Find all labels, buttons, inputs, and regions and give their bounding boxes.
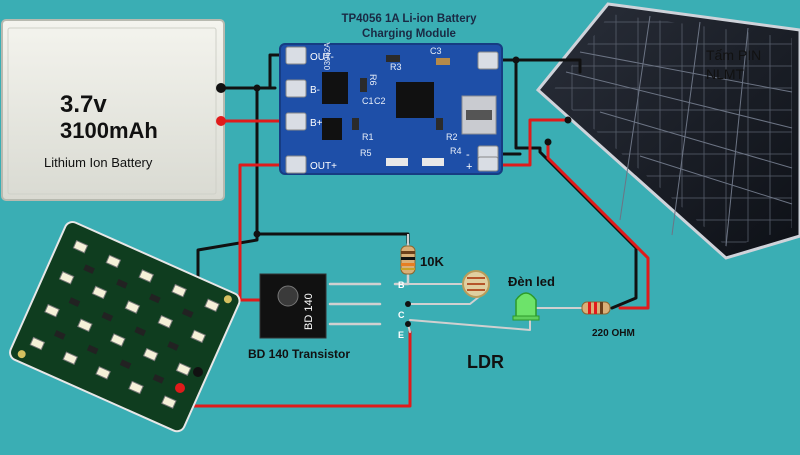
chip-code: 03962A: [323, 42, 332, 70]
led-done: [422, 158, 444, 166]
chip-protection: [322, 72, 348, 104]
transistor-body: [259, 273, 327, 339]
junction-ground: [253, 230, 261, 238]
tp4056-module: TP4056 1A Li-ion Battery Charging Module…: [279, 13, 503, 175]
transistor-label: BD 140 Transistor: [248, 347, 350, 361]
solar-label-line2: NLMT: [706, 66, 745, 82]
pcb-minus-terminal: [193, 367, 203, 377]
module-title-line2: Charging Module: [362, 28, 456, 40]
led-array: [29, 239, 220, 409]
junction-emitter: [405, 321, 411, 327]
battery: 3.7v 3100mAh Lithium Ion Battery: [1, 19, 226, 201]
chip-tp4056: [396, 82, 434, 118]
junction-battery-minus: [253, 84, 261, 92]
lead-ldr-2: [407, 295, 481, 305]
pad-out-minus: [285, 46, 307, 65]
battery-capacity: 3100mAh: [60, 118, 158, 143]
label-c1: C1: [362, 96, 374, 106]
pad-b-plus: [285, 112, 307, 131]
module-title-line1: TP4056 1A Li-ion Battery: [341, 13, 477, 25]
label-c2: C2: [374, 96, 386, 106]
transistor-marking: BD 140: [303, 293, 315, 330]
pin-label-b-plus: B+: [310, 118, 323, 129]
lead-ldr-1: [407, 279, 471, 285]
ldr-label: LDR: [467, 352, 504, 372]
label-r2: R2: [446, 132, 458, 142]
junction-solar-plus: [544, 138, 552, 146]
resistor-10k-label: 10K: [420, 254, 444, 269]
pin-label-b-minus: B-: [310, 85, 320, 96]
pcb-pad-1: [17, 350, 26, 359]
lead-led-collector: [409, 317, 531, 331]
battery-voltage: 3.7v: [60, 91, 107, 118]
green-led: Đèn led: [508, 274, 555, 321]
solar-cell-grid: [565, 15, 793, 247]
ldr: LDR: [462, 270, 504, 372]
pin-label-out-minus: OUT-: [310, 52, 334, 63]
pin-label-in-minus: -: [466, 149, 470, 161]
label-r6: R6: [368, 74, 378, 86]
label-r5: R5: [360, 148, 372, 158]
chip-mosfet: [322, 118, 342, 140]
pin-label-out-plus: OUT+: [310, 161, 337, 172]
wire-solar-minus-led: [514, 58, 638, 310]
junction-solar-minus: [512, 56, 520, 64]
label-r4: R4: [450, 146, 462, 156]
usb-port-slot: [466, 110, 492, 120]
pin-label-in-plus: +: [466, 161, 472, 173]
pcb-pad-2: [223, 295, 232, 304]
wire-solar-minus-top: [488, 58, 582, 74]
transistor-hole: [277, 285, 299, 307]
transistor-bd140: BD 140 B C E BD 140 Transistor: [248, 273, 405, 361]
junction-solar-plus-top: [564, 116, 572, 124]
label-c3: C3: [430, 46, 442, 56]
smd-c3: [436, 58, 450, 65]
solar-panel: Tấm PIN NLMT: [535, 2, 800, 260]
pcb-plus-terminal: [175, 383, 185, 393]
pcb-resistors: [53, 264, 194, 384]
smd-r1: [352, 118, 359, 130]
pin-b-label: B: [398, 280, 405, 290]
pad-in-minus-top: [477, 51, 499, 70]
smd-r2: [436, 118, 443, 130]
label-r1: R1: [362, 132, 374, 142]
led-pcb: [9, 221, 241, 433]
pad-out-plus: [285, 155, 307, 174]
resistor-10k: 10K: [400, 234, 444, 280]
led-label: Đèn led: [508, 274, 555, 289]
wire-solar-led-plus: [546, 140, 650, 310]
label-r3: R3: [390, 62, 402, 72]
resistor-220: 220 OHM: [581, 301, 635, 339]
pin-e-label: E: [398, 330, 404, 340]
junction-collector: [405, 301, 411, 307]
solar-label-line1: Tấm PIN: [706, 47, 761, 63]
pad-b-minus: [285, 79, 307, 98]
led-charge: [386, 158, 408, 166]
wire-solar-plus: [488, 118, 570, 167]
resistor-220-label: 220 OHM: [592, 328, 635, 339]
battery-type: Lithium Ion Battery: [44, 155, 153, 170]
smd-r6: [360, 78, 367, 92]
pad-in-plus: [477, 156, 499, 172]
pin-c-label: C: [398, 310, 405, 320]
smd-r3: [386, 55, 400, 62]
